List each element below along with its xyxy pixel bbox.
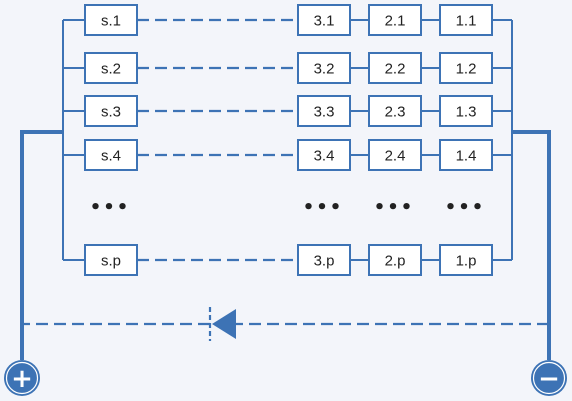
cell-3-box: 3.4 [297, 139, 351, 171]
cell-3-box: 3.p [297, 244, 351, 276]
cell-frame [439, 4, 493, 36]
cell-label: 1.4 [456, 148, 477, 165]
cell-frame [297, 4, 351, 36]
cell-2-box: 2.3 [368, 95, 422, 127]
cell-frame [439, 52, 493, 84]
cell-row: s.2 3.2 2.2 1.2 [63, 52, 512, 84]
cell-s-box: s.p [84, 244, 138, 276]
cell-label: 2.2 [385, 61, 406, 78]
cell-label: s.p [101, 253, 121, 270]
cell-label: 3.4 [314, 148, 335, 165]
cell-label: 1.2 [456, 61, 477, 78]
cell-1-box: 1.4 [439, 139, 493, 171]
cell-row: s.3 3.3 2.3 1.3 [63, 95, 512, 127]
positive-bus-wire [20, 130, 63, 360]
cell-label: s.1 [101, 13, 121, 30]
cell-3-box: 3.2 [297, 52, 351, 84]
cell-frame [439, 95, 493, 127]
cell-label: 2.3 [385, 104, 406, 121]
cell-frame [297, 244, 351, 276]
cell-3-box: 3.3 [297, 95, 351, 127]
cell-row: s.1 3.1 2.1 1.1 [63, 4, 512, 36]
cell-row: s.4 3.4 2.4 1.4 [63, 139, 512, 171]
cell-3-box: 3.1 [297, 4, 351, 36]
cell-2-box: 2.4 [368, 139, 422, 171]
ellipsis-2: ••• [374, 197, 415, 218]
ellipsis-1: ••• [445, 197, 486, 218]
minus-terminal-icon[interactable]: − [531, 360, 567, 396]
plus-terminal-icon[interactable]: + [4, 360, 40, 396]
cell-row: s.p 3.p 2.p 1.p [63, 244, 512, 276]
cell-label: s.4 [101, 148, 121, 165]
cell-2-box: 2.2 [368, 52, 422, 84]
cell-2-box: 2.p [368, 244, 422, 276]
cell-frame [368, 52, 422, 84]
cell-frame [297, 52, 351, 84]
cell-frame [297, 95, 351, 127]
cell-1-box: 1.p [439, 244, 493, 276]
cell-label: 1.p [456, 253, 477, 270]
cell-s-box: s.2 [84, 52, 138, 84]
cell-label: 3.2 [314, 61, 335, 78]
negative-bus-wire [512, 130, 551, 360]
diode-icon [208, 307, 236, 341]
cell-frame [297, 139, 351, 171]
cell-frame [84, 244, 138, 276]
cell-frame [368, 95, 422, 127]
cell-1-box: 1.2 [439, 52, 493, 84]
cell-frame [84, 4, 138, 36]
cell-1-box: 1.1 [439, 4, 493, 36]
ellipsis-s: ••• [90, 197, 131, 218]
cell-1-box: 1.3 [439, 95, 493, 127]
negative-terminal-label: − [538, 364, 560, 394]
cell-frame [84, 95, 138, 127]
cell-label: s.2 [101, 61, 121, 78]
cell-label: s.3 [101, 104, 121, 121]
positive-terminal-label: + [11, 364, 33, 394]
cell-label: 3.p [314, 253, 335, 270]
cell-label: 2.p [385, 253, 406, 270]
ellipsis-3: ••• [303, 197, 344, 218]
cell-s-box: s.1 [84, 4, 138, 36]
cell-rows: s.1 3.1 2.1 1.1 s.2 3.2 2.2 1.2 s.3 3.3 2.3 1.3 s.4 3… [63, 4, 512, 276]
cell-s-box: s.3 [84, 95, 138, 127]
cell-frame [84, 139, 138, 171]
cell-frame [368, 4, 422, 36]
cell-label: 2.1 [385, 13, 406, 30]
ellipsis-row: ••• ••• ••• ••• [90, 197, 486, 218]
cell-frame [439, 244, 493, 276]
cell-s-box: s.4 [84, 139, 138, 171]
cell-label: 2.4 [385, 148, 406, 165]
cell-label: 1.1 [456, 13, 477, 30]
cell-2-box: 2.1 [368, 4, 422, 36]
cell-frame [368, 244, 422, 276]
cell-label: 3.3 [314, 104, 335, 121]
cell-label: 1.3 [456, 104, 477, 121]
cell-frame [84, 52, 138, 84]
cell-frame [439, 139, 493, 171]
cell-frame [368, 139, 422, 171]
cell-label: 3.1 [314, 13, 335, 30]
